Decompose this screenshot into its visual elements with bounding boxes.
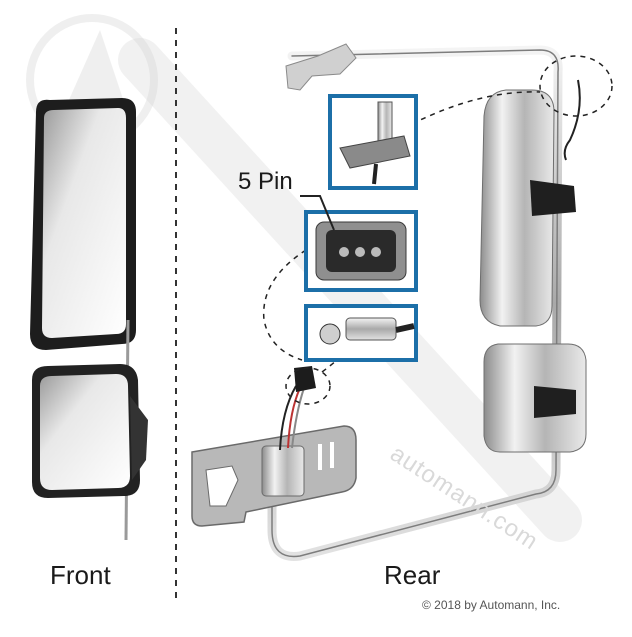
front-convex-mirror [32,364,148,498]
copyright-notice: © 2018 by Automann, Inc. [422,598,561,612]
callout-connector-stud [328,94,418,190]
front-label: Front [50,560,111,590]
pin-label-pointer [300,195,335,231]
callout-leaders [262,55,613,405]
pin-label: 5 Pin [238,168,293,195]
rear-convex-mirror [483,343,587,453]
rear-top-clamp [285,43,357,91]
rear-label: Rear [384,560,441,590]
callout-5-pin-connector [304,210,418,292]
rear-main-mirror [479,89,576,327]
rear-tube-arm [267,45,563,561]
rear-mount-bracket [191,425,357,527]
wiring-harness [279,79,581,451]
front-main-mirror [30,98,136,350]
callout-coax-connector [304,304,418,362]
